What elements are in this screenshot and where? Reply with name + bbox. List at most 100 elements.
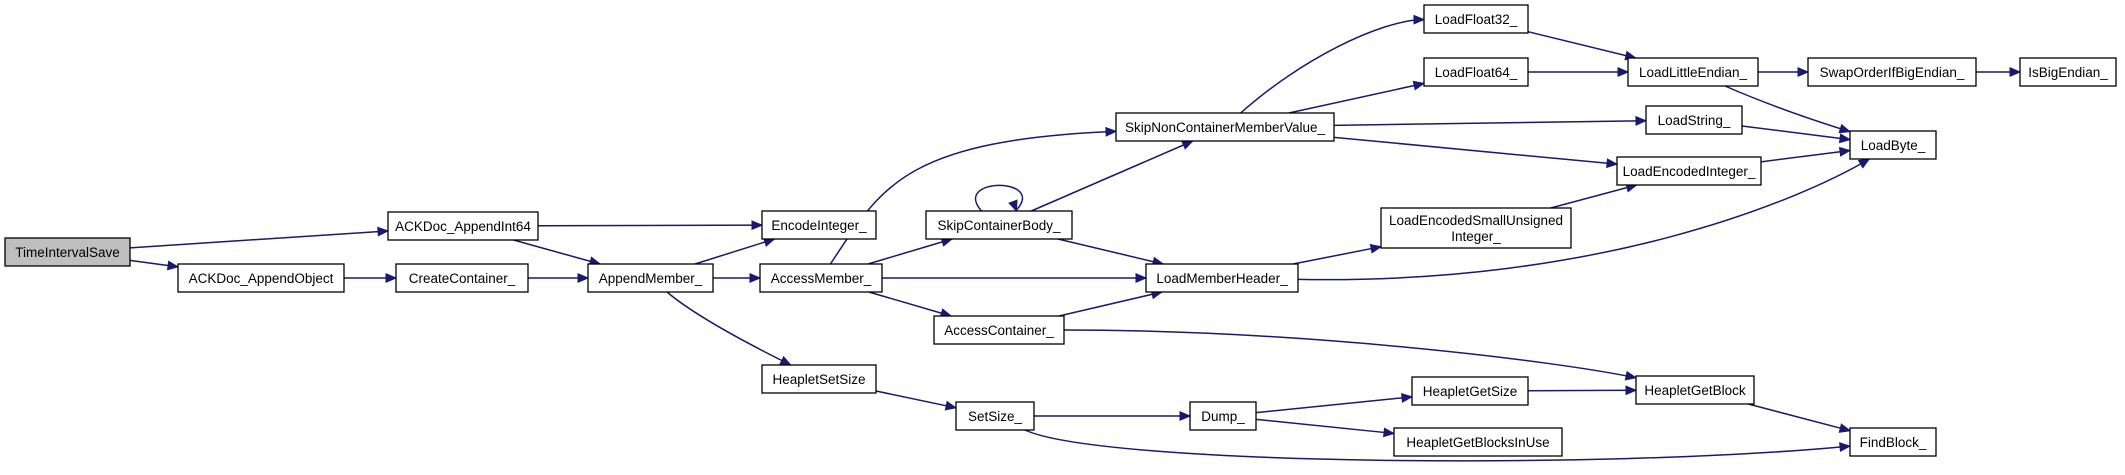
node-loadbyte[interactable]: LoadByte_	[1849, 130, 1937, 160]
node-label: HeapletGetBlock	[1644, 383, 1746, 398]
node-createcontainer[interactable]: CreateContainer_	[395, 263, 529, 293]
node-box[interactable]	[1423, 57, 1529, 87]
edge-n8-to-n12	[1063, 329, 1638, 381]
node-loadstring[interactable]: LoadString_	[1645, 105, 1743, 135]
node-skipcontainerbody[interactable]: SkipContainerBody_	[925, 210, 1073, 240]
node-label: FindBlock_	[1860, 435, 1927, 450]
node-box[interactable]	[759, 263, 883, 293]
edge-n11-to-n18	[1333, 115, 1648, 127]
edge-n8-to-n9	[1058, 289, 1164, 317]
edge-n16-to-n19	[1527, 30, 1637, 61]
edge-n12-to-n24	[1748, 403, 1852, 433]
node-swaporderifbigendian[interactable]: SwapOrderIfBigEndian_	[1807, 57, 1977, 87]
node-label: LoadFloat64_	[1435, 65, 1518, 80]
node-box[interactable]	[761, 210, 877, 240]
node-box[interactable]	[933, 315, 1065, 345]
node-label: HeapletGetBlocksInUse	[1406, 435, 1549, 450]
edge-n20-to-n21	[1976, 67, 2022, 77]
edge-n23-to-n26	[1255, 418, 1396, 438]
node-box[interactable]	[1393, 427, 1563, 457]
node-findblock[interactable]: FindBlock_	[1849, 427, 1937, 457]
edge-n6-to-n9	[882, 273, 1148, 283]
node-loadfloat64[interactable]: LoadFloat64_	[1423, 57, 1529, 87]
edge-n9-to-n14	[1292, 243, 1383, 265]
edge-n5-to-n4	[528, 273, 590, 283]
node-label: LoadLittleEndian_	[1639, 65, 1748, 80]
edge-n11-to-n17	[1288, 80, 1426, 114]
node-box[interactable]	[4, 237, 131, 267]
node-box[interactable]	[1849, 130, 1937, 160]
node-box[interactable]	[1411, 376, 1529, 406]
node-box[interactable]	[955, 401, 1035, 431]
node-box[interactable]	[1635, 375, 1755, 405]
node-box[interactable]	[1115, 112, 1335, 142]
node-loadmemberheader[interactable]: LoadMemberHeader_	[1145, 263, 1299, 293]
node-box[interactable]	[387, 211, 539, 241]
node-heapletgetsize[interactable]: HeapletGetSize	[1411, 376, 1529, 406]
node-label: Integer_	[1451, 229, 1501, 244]
node-heapletgetblock[interactable]: HeapletGetBlock	[1635, 375, 1755, 405]
node-timeintervalsave[interactable]: TimeIntervalSave	[4, 237, 131, 267]
node-box[interactable]	[1849, 427, 1937, 457]
node-box[interactable]	[177, 263, 345, 293]
edge-n4-to-n7	[666, 291, 792, 366]
edge-n11-to-n16	[1240, 14, 1426, 114]
node-box[interactable]	[1807, 57, 1977, 87]
edge-n6-to-n10	[867, 237, 954, 265]
node-heapletsetsize[interactable]: HeapletSetSize	[761, 364, 877, 394]
node-heapletgetblocksinuse[interactable]: HeapletGetBlocksInUse	[1393, 427, 1563, 457]
edge-n1-to-n4	[513, 239, 602, 266]
node-loadfloat32[interactable]: LoadFloat32_	[1423, 4, 1529, 34]
node-label: LoadString_	[1658, 113, 1731, 128]
node-isbigendian[interactable]: IsBigEndian_	[2019, 57, 2117, 87]
node-label: HeapletSetSize	[772, 372, 865, 387]
node-box[interactable]	[1627, 57, 1759, 87]
edge-n19-to-n13	[1724, 85, 1852, 134]
edge-n10-to-n11	[1030, 140, 1194, 212]
edge-n11-to-n15	[1333, 136, 1619, 169]
node-label: LoadMemberHeader_	[1156, 271, 1288, 286]
node-appendmember[interactable]: AppendMember_	[587, 263, 714, 293]
edge-n17-to-n19	[1528, 67, 1630, 77]
node-label: Dump_	[1201, 409, 1245, 424]
node-box[interactable]	[925, 210, 1073, 240]
node-ackdoc-appendint64[interactable]: ACKDoc_AppendInt64	[387, 211, 539, 241]
node-box[interactable]	[1423, 4, 1529, 34]
node-loadlittleendian[interactable]: LoadLittleEndian_	[1627, 57, 1759, 87]
node-label: CreateContainer_	[409, 271, 516, 286]
edge-n4-to-n6	[713, 273, 762, 283]
node-setsize[interactable]: SetSize_	[955, 401, 1035, 431]
node-box[interactable]	[761, 364, 877, 394]
node-box[interactable]	[1645, 105, 1743, 135]
edge-n0-to-n2	[129, 259, 180, 271]
node-accessmember[interactable]: AccessMember_	[759, 263, 883, 293]
edge-n19-to-n20	[1758, 67, 1810, 77]
node-box[interactable]	[587, 263, 714, 293]
node-encodeinteger[interactable]: EncodeInteger_	[761, 210, 877, 240]
node-dump[interactable]: Dump_	[1189, 401, 1257, 431]
node-label: TimeIntervalSave	[15, 245, 120, 260]
node-label: SkipNonContainerMemberValue_	[1125, 120, 1326, 135]
node-label: LoadEncodedInteger_	[1623, 164, 1756, 179]
edge-n6-to-n11	[829, 126, 1118, 265]
node-loadencodedinteger[interactable]: LoadEncodedInteger_	[1616, 156, 1762, 186]
edge-n9-to-n13	[1297, 158, 1871, 281]
node-label: AccessMember_	[771, 271, 872, 286]
edge-n10-to-n9	[1057, 238, 1165, 267]
node-box[interactable]	[2019, 57, 2117, 87]
edge-n2-to-n5	[344, 273, 398, 283]
node-box[interactable]	[395, 263, 529, 293]
node-box[interactable]	[1616, 156, 1762, 186]
edge-n23-to-n25	[1255, 393, 1414, 414]
edge-n1-to-n3	[537, 220, 764, 231]
node-ackdoc-appendobject[interactable]: ACKDoc_AppendObject	[177, 263, 345, 293]
edge-n0-to-n1	[129, 226, 390, 249]
node-box[interactable]	[1189, 401, 1257, 431]
node-box[interactable]	[1145, 263, 1299, 293]
edge-n10-to-n10	[974, 184, 1024, 213]
node-box[interactable]	[1380, 207, 1572, 249]
node-accesscontainer[interactable]: AccessContainer_	[933, 315, 1065, 345]
node-label: SetSize_	[968, 409, 1023, 424]
node-skipnoncontainermembervalue[interactable]: SkipNonContainerMemberValue_	[1115, 112, 1335, 142]
